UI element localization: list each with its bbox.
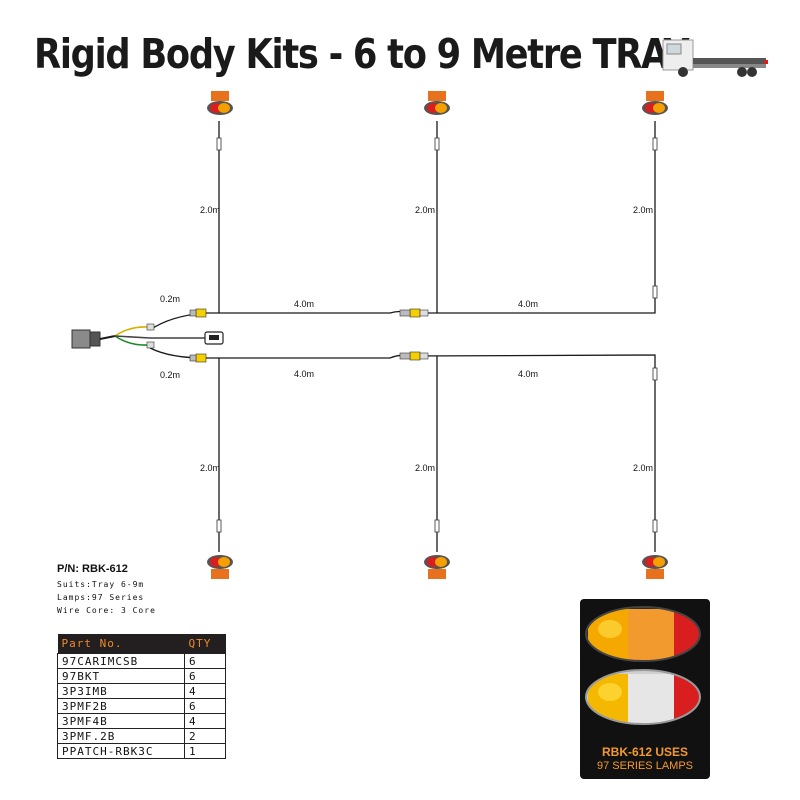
qty-cell: 4 xyxy=(184,683,226,699)
qty-cell: 6 xyxy=(184,668,226,684)
spec-wire-core: Wire Core: 3 Core xyxy=(57,606,156,615)
parts-header-part: Part No. xyxy=(57,634,185,654)
parts-header-qty: QTY xyxy=(184,634,226,654)
marker-lamp xyxy=(424,555,450,579)
marker-lamp xyxy=(424,91,450,115)
part-number: P/N: RBK-612 xyxy=(57,563,128,575)
length-label: 2.0m xyxy=(200,463,220,473)
part-cell: 3PMF.2B xyxy=(57,728,185,744)
qty-cell: 4 xyxy=(184,713,226,729)
lamp-promo-panel: RBK-612 USES 97 SERIES LAMPS xyxy=(580,599,710,779)
spec-suits: Suits:Tray 6-9m xyxy=(57,580,145,589)
marker-lamp xyxy=(207,91,233,115)
length-label: 0.2m xyxy=(160,370,180,380)
marker-lamp xyxy=(207,555,233,579)
promo-line1: RBK-612 USES xyxy=(601,745,689,759)
length-label: 2.0m xyxy=(633,463,653,473)
marker-lamp xyxy=(642,91,668,115)
marker-lamp xyxy=(642,555,668,579)
length-label: 4.0m xyxy=(294,299,314,309)
qty-cell: 2 xyxy=(184,728,226,744)
length-label: 4.0m xyxy=(518,369,538,379)
length-label: 0.2m xyxy=(160,294,180,304)
length-label: 2.0m xyxy=(415,463,435,473)
lamp-photo xyxy=(585,606,701,725)
part-cell: PPATCH-RBK3C xyxy=(57,743,185,759)
bottom-trunk-wire xyxy=(149,347,656,372)
length-label: 4.0m xyxy=(294,369,314,379)
length-label: 4.0m xyxy=(518,299,538,309)
qty-cell: 6 xyxy=(184,698,226,714)
page-title: Rigid Body Kits - 6 to 9 Metre TRAY xyxy=(34,30,689,78)
plate-lamp xyxy=(204,331,224,345)
promo-line2: 97 SERIES LAMPS xyxy=(597,760,693,772)
part-cell: 97CARIMCSB xyxy=(57,653,185,669)
tee-connectors xyxy=(189,308,429,363)
part-cell: 3P3IMB xyxy=(57,683,185,699)
length-label: 2.0m xyxy=(415,205,435,215)
part-cell: 97BKT xyxy=(57,668,185,684)
truck-icon xyxy=(662,39,768,77)
qty-cell: 6 xyxy=(184,653,226,669)
trailer-plug xyxy=(71,323,155,349)
spec-lamps: Lamps:97 Series xyxy=(57,593,145,602)
length-label: 2.0m xyxy=(633,205,653,215)
qty-cell: 1 xyxy=(184,743,226,759)
part-cell: 3PMF4B xyxy=(57,713,185,729)
length-label: 2.0m xyxy=(200,205,220,215)
part-cell: 3PMF2B xyxy=(57,698,185,714)
